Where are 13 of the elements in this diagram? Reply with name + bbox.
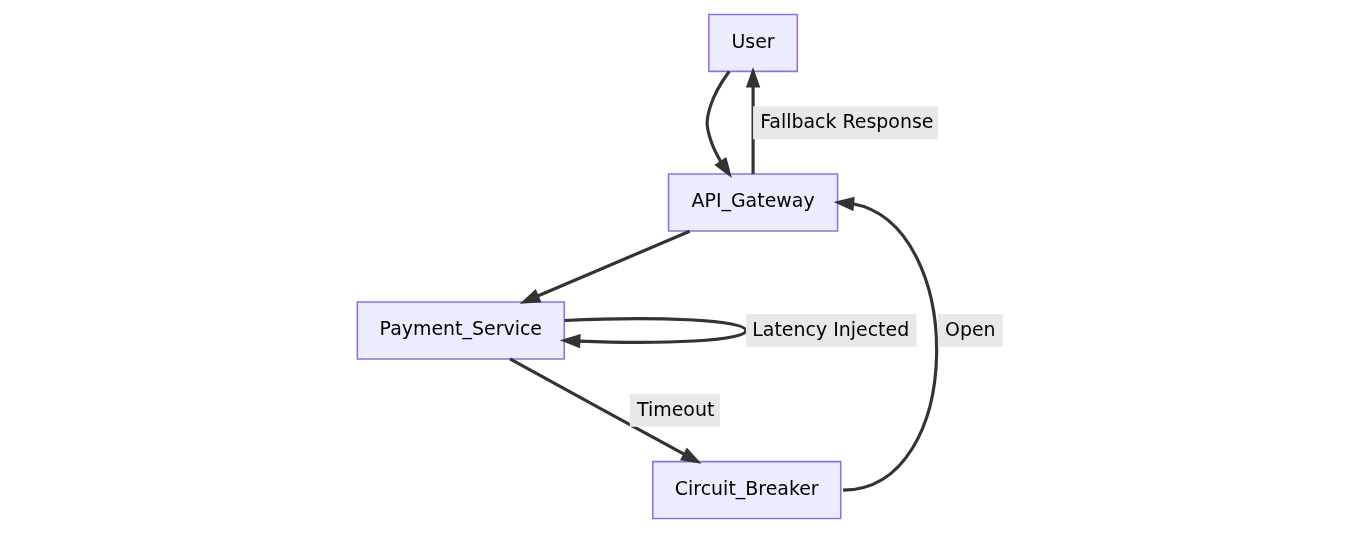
arrow: [745, 67, 760, 174]
node-box: API_Gateway: [667, 173, 838, 232]
edge-label: Latency Injected: [751, 318, 909, 341]
node-box: Payment_Service: [356, 301, 565, 360]
arrow: [519, 229, 690, 304]
edge-label: Timeout: [636, 397, 714, 420]
node-box: User: [707, 13, 798, 73]
arrow: [705, 70, 732, 178]
arrow: [508, 357, 701, 464]
arrow: [833, 196, 938, 492]
edge-label: Open: [944, 318, 996, 341]
edge-label: Fallback Response: [759, 110, 933, 133]
node-box: Circuit_Breaker: [651, 460, 842, 520]
